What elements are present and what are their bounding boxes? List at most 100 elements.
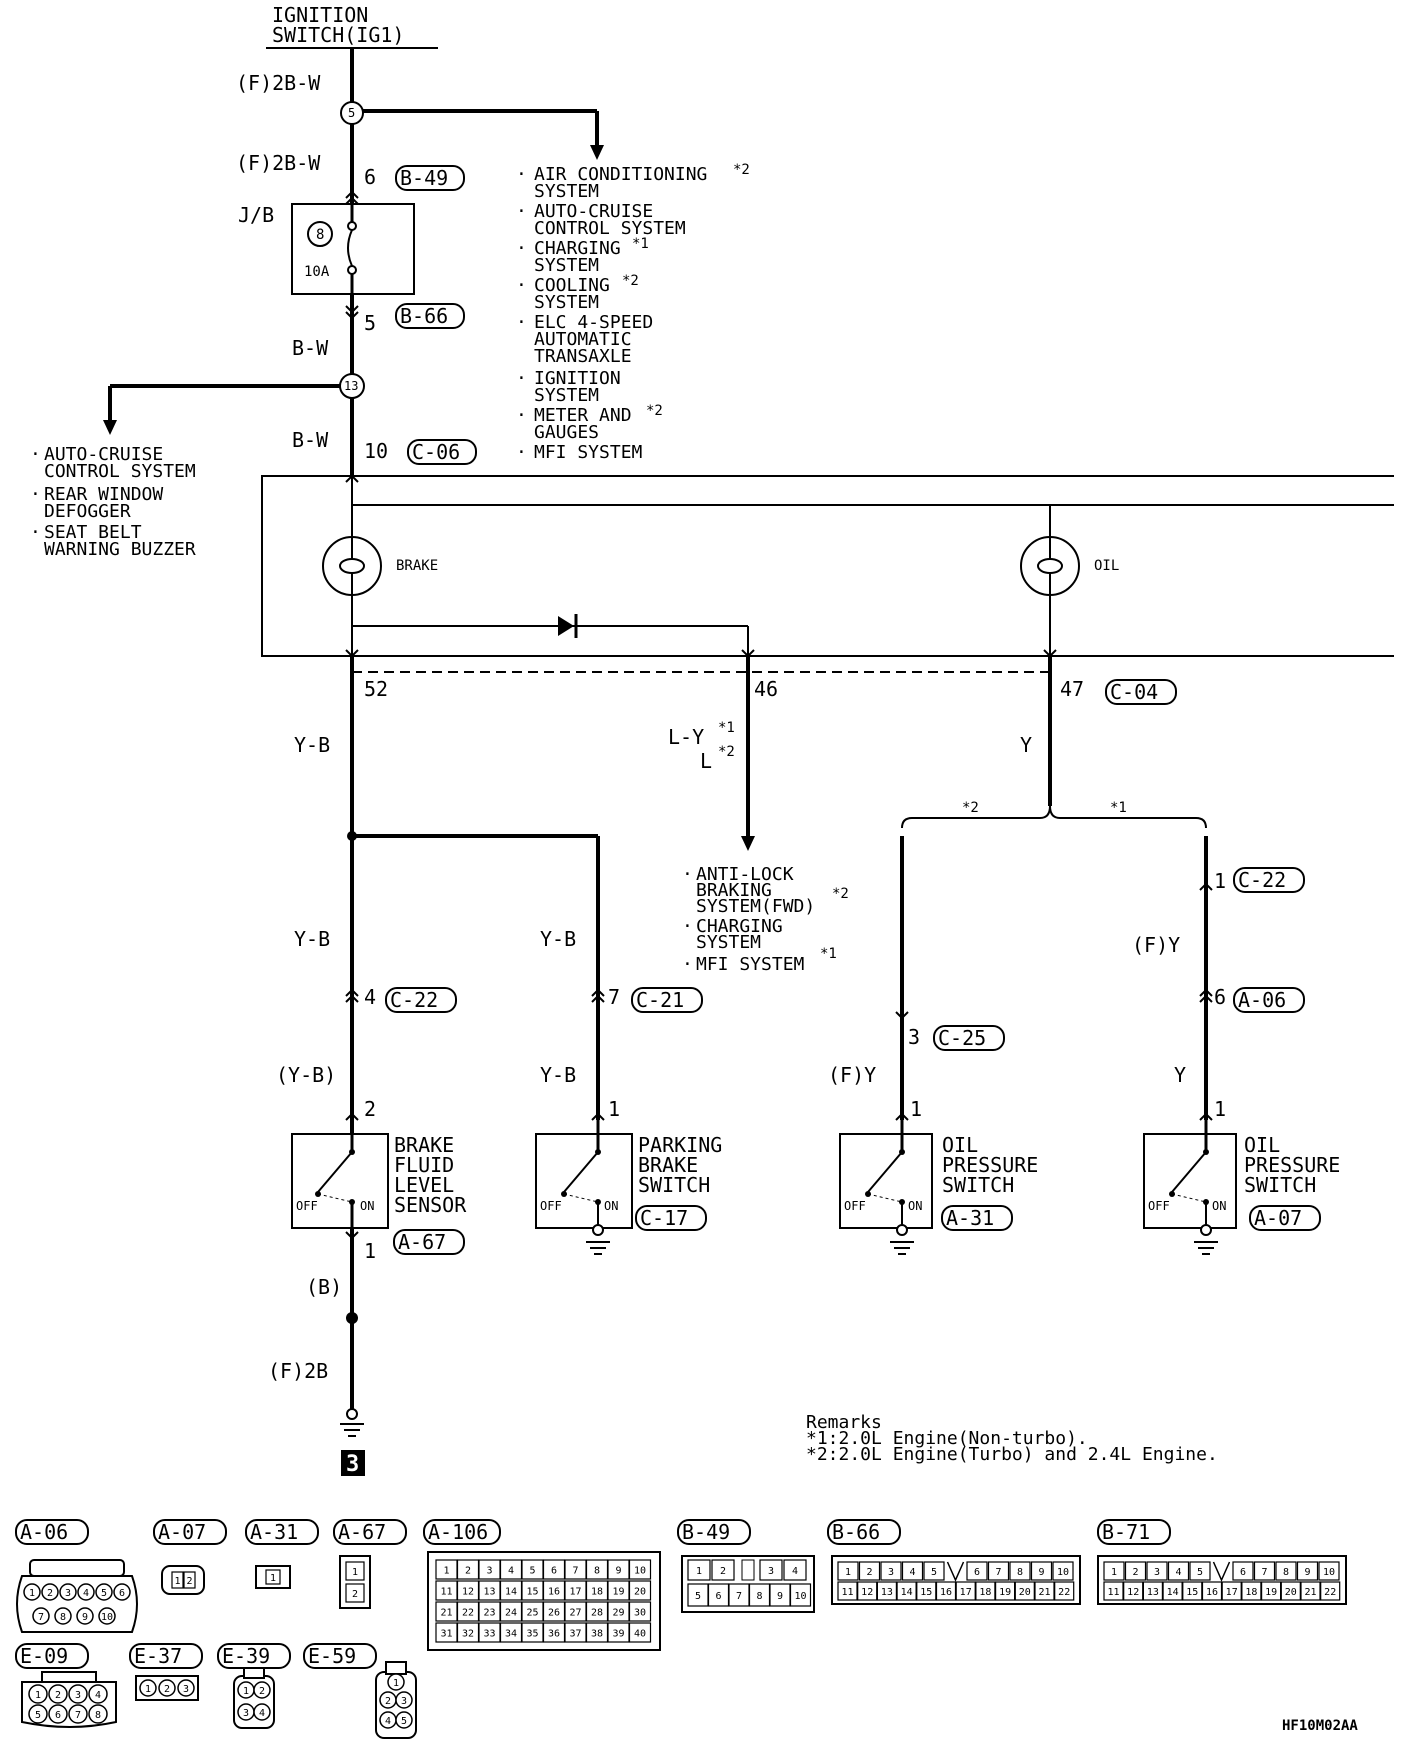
connector-pin-label: 38: [591, 1629, 603, 1640]
connector-pin-label: 21: [1038, 1587, 1050, 1598]
connector-pin-label: 2: [866, 1567, 872, 1578]
connector-pin: [1182, 1581, 1203, 1601]
connector-pin: [1260, 1581, 1282, 1601]
figure-code: HF10M02AA: [1282, 1718, 1358, 1734]
connector-pin: [1014, 1581, 1035, 1601]
connector-pin-label: 2: [259, 1686, 265, 1697]
connector-pin-label: 19: [999, 1587, 1011, 1598]
wire-label-top1: (F)2B-W: [236, 71, 321, 95]
connector-pin-label: 22: [1058, 1587, 1070, 1598]
connector-pin-label: 20: [1019, 1587, 1031, 1598]
connector-pin: [1034, 1581, 1055, 1601]
svg-text:·: ·: [516, 201, 527, 222]
connector-pin: [1124, 1561, 1147, 1581]
connector-pin: [1123, 1581, 1144, 1601]
connector-pin: [88, 1704, 108, 1724]
svg-text:AUTO-CRUISE: AUTO-CRUISE: [534, 201, 653, 222]
connector-pin: [628, 1601, 652, 1622]
connector-pin: [935, 1581, 957, 1601]
connector-pin: [1030, 1561, 1053, 1581]
connector-pin: [1275, 1561, 1297, 1581]
connector-pin: [28, 1684, 48, 1704]
svg-text:*2: *2: [832, 886, 849, 902]
svg-text:PARKING: PARKING: [638, 1133, 722, 1157]
connector-pin-label: 2: [385, 1696, 391, 1707]
connector-pin-label: 5: [529, 1566, 535, 1577]
connector-pin-label: 4: [259, 1708, 265, 1719]
svg-text:ANTI-LOCK: ANTI-LOCK: [696, 864, 794, 885]
connector-pin-label: 39: [612, 1629, 624, 1640]
branch-mark-left: *2: [962, 800, 979, 816]
branch-mark-right: *1: [1110, 800, 1127, 816]
svg-text:AUTOMATIC: AUTOMATIC: [534, 329, 632, 350]
systems-list-top: · AIR CONDITIONING *2 SYSTEM · AUTO-CRUI…: [516, 162, 750, 463]
parking-brake-switch: OFF ON PARKING BRAKE SWITCH: [535, 1120, 722, 1255]
systems-list-mid: · ANTI-LOCK BRAKING SYSTEM(FWD) *2 · CHA…: [682, 864, 849, 975]
svg-text:GAUGES: GAUGES: [534, 422, 599, 443]
connector-pin: [68, 1704, 88, 1724]
connector-pin-label: 4: [83, 1588, 89, 1599]
connector-pin-label: 5: [695, 1591, 701, 1602]
connector-pin: [139, 1679, 157, 1697]
connector-pin-label: 13: [1147, 1587, 1159, 1598]
connector-pin: [1296, 1561, 1319, 1581]
conn-label-b49: B-49: [677, 1519, 751, 1545]
conn-label-e59: E-59: [303, 1643, 377, 1669]
ground-symbol: [340, 1408, 364, 1437]
connector-pin-label: 12: [462, 1587, 474, 1598]
connector-pin-label: 8: [95, 1710, 101, 1721]
connector-pin-label: 17: [960, 1587, 972, 1598]
connector-pin-label: 1: [845, 1567, 851, 1578]
connector-pin: [994, 1581, 1016, 1601]
svg-text:OIL: OIL: [942, 1133, 978, 1157]
connector-pin-label: 4: [909, 1567, 915, 1578]
connector-pin-label: 1: [29, 1588, 35, 1599]
connector-pin-label: 35: [526, 1629, 538, 1640]
svg-text:8: 8: [316, 227, 324, 243]
svg-text:L: L: [700, 749, 712, 773]
pin-7: 7: [608, 985, 620, 1009]
connector-tag-b49: B-49: [400, 166, 448, 190]
wire-label-top2: (F)2B-W: [236, 151, 321, 175]
connector-pin: [158, 1679, 176, 1697]
connector-pin: [628, 1622, 652, 1643]
svg-text:B-71: B-71: [1102, 1520, 1150, 1544]
svg-text:*2: *2: [622, 273, 639, 289]
connector-pin-label: 3: [401, 1696, 407, 1707]
connector-pin-label: 28: [591, 1608, 603, 1619]
wire-label-b-paren: (B): [306, 1275, 342, 1299]
connector-pin: [1009, 1561, 1031, 1581]
svg-text:DEFOGGER: DEFOGGER: [44, 501, 131, 522]
svg-text:SWITCH: SWITCH: [1244, 1173, 1316, 1197]
svg-text:A-31: A-31: [250, 1520, 298, 1544]
connector-chevrons: [345, 190, 1213, 1240]
pin-oil1-1: 1: [910, 1097, 922, 1121]
a67-pins: 12: [345, 1561, 365, 1603]
connector-pin-label: 4: [792, 1566, 798, 1577]
svg-text:SYSTEM: SYSTEM: [534, 385, 599, 406]
connector-pin: [59, 1583, 77, 1601]
connector-pin: [916, 1581, 937, 1601]
connector-pin-label: 17: [569, 1587, 581, 1598]
svg-text:*1:2.0L Engine(Non-turbo).: *1:2.0L Engine(Non-turbo).: [806, 1428, 1088, 1449]
svg-text:CONTROL SYSTEM: CONTROL SYSTEM: [534, 218, 686, 239]
connector-pin: [171, 1571, 184, 1589]
a31-pins: 1: [265, 1569, 281, 1585]
svg-text:ON: ON: [1212, 1199, 1226, 1213]
connector-pin-label: 22: [1324, 1587, 1336, 1598]
remarks: Remarks *1:2.0L Engine(Non-turbo). *2:2.…: [806, 1412, 1218, 1465]
connector-pin: [95, 1583, 113, 1601]
svg-text:BRAKE: BRAKE: [638, 1153, 698, 1177]
pin-a06-6: 6: [1214, 985, 1226, 1009]
svg-text:·: ·: [516, 368, 527, 389]
connector-pin-label: 3: [183, 1684, 189, 1695]
connector-pin-label: 5: [401, 1716, 407, 1727]
connector-pin-label: 18: [591, 1587, 603, 1598]
connector-pin: [28, 1704, 48, 1724]
svg-text:CHARGING: CHARGING: [534, 238, 621, 259]
svg-text:SWITCH: SWITCH: [942, 1173, 1014, 1197]
connector-pin: [1201, 1581, 1223, 1601]
